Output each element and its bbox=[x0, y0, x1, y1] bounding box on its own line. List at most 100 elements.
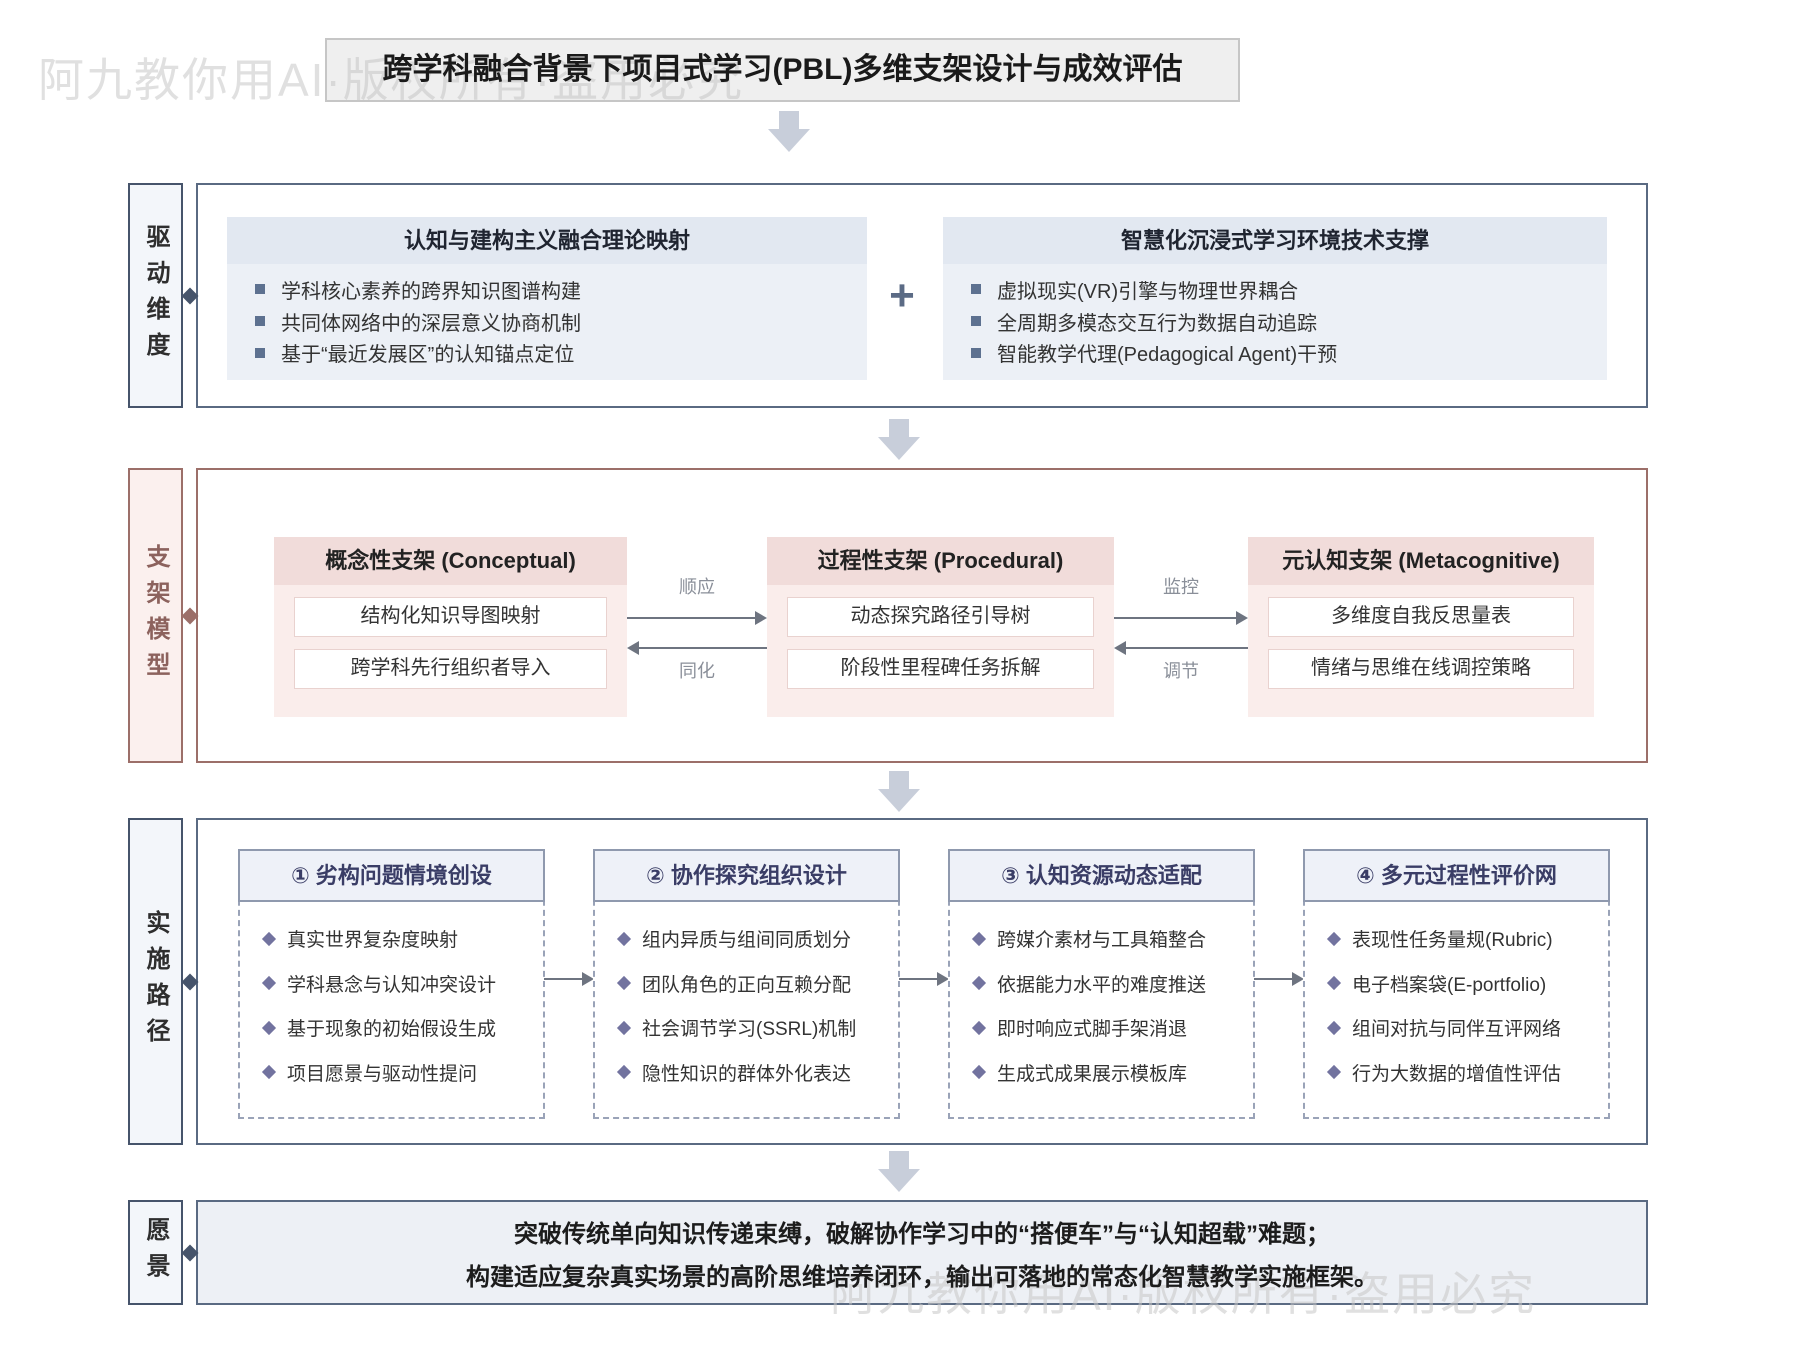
impl-column-4: ④ 多元过程性评价网 表现性任务量规(Rubric) 电子档案袋(E-portf… bbox=[1303, 849, 1610, 1119]
title-box bbox=[325, 38, 1240, 102]
list-item: 电子档案袋(E-portfolio) bbox=[1305, 970, 1602, 997]
page-title: 跨学科融合背景下项目式学习(PBL)多维支架设计与成效评估 bbox=[382, 53, 1183, 86]
arrow-stem bbox=[889, 1151, 909, 1169]
vision-line: 突破传统单向知识传递束缚，破解协作学习中的“搭便车”与“认知超载”难题； bbox=[514, 1220, 1330, 1248]
list-item-text: 真实世界复杂度映射 bbox=[287, 930, 459, 952]
list-item: 学科核心素养的跨界知识图谱构建 bbox=[255, 275, 857, 304]
arrow-head bbox=[627, 641, 639, 655]
arrow-head bbox=[1114, 641, 1126, 655]
arrow-line bbox=[1126, 647, 1248, 649]
right-arrow-icon bbox=[627, 611, 767, 625]
list-item: 基于现象的初始假设生成 bbox=[240, 1014, 537, 1041]
list-item: 依据能力水平的难度推送 bbox=[950, 970, 1247, 997]
list-item-text: 共同体网络中的深层意义协商机制 bbox=[281, 312, 581, 335]
scaffold-item: 结构化知识导图映射 bbox=[294, 597, 607, 637]
list-item: 项目愿景与驱动性提问 bbox=[240, 1059, 537, 1086]
arrow-head bbox=[937, 972, 949, 986]
list-item: 生成式成果展示模板库 bbox=[950, 1059, 1247, 1086]
scaffold-item: 多维度自我反思量表 bbox=[1268, 597, 1574, 637]
diamond-bullet-icon bbox=[261, 1020, 277, 1035]
column-body: 表现性任务量规(Rubric) 电子档案袋(E-portfolio) 组间对抗与… bbox=[1305, 902, 1608, 1117]
section-scaffold: 概念性支架 (Conceptual) 结构化知识导图映射 跨学科先行组织者导入 … bbox=[196, 468, 1648, 763]
arrow-head bbox=[1236, 611, 1248, 625]
list-item-text: 跨媒介素材与工具箱整合 bbox=[997, 930, 1207, 952]
diamond-bullet-icon bbox=[261, 931, 277, 946]
column-title: ④ 多元过程性评价网 bbox=[1303, 849, 1610, 902]
watermark-top: 阿九教你用AI·版权所有·盗用必究 bbox=[38, 54, 745, 106]
section-drive-label: 驱动维度 bbox=[128, 183, 183, 408]
impl-column-3: ③ 认知资源动态适配 跨媒介素材与工具箱整合 依据能力水平的难度推送 即时响应式… bbox=[948, 849, 1255, 1119]
card-title: 过程性支架 (Procedural) bbox=[767, 537, 1114, 585]
list-item-text: 学科悬念与认知冲突设计 bbox=[287, 974, 497, 996]
right-arrow-icon bbox=[544, 972, 594, 986]
scaffold-card-metacognitive: 元认知支架 (Metacognitive) 多维度自我反思量表 情绪与思维在线调… bbox=[1248, 537, 1594, 717]
down-arrow-icon bbox=[873, 771, 925, 812]
arrow-stem bbox=[889, 771, 909, 789]
list-item: 共同体网络中的深层意义协商机制 bbox=[255, 307, 857, 336]
scaffold-item: 动态探究路径引导树 bbox=[787, 597, 1094, 637]
list-item: 行为大数据的增值性评估 bbox=[1305, 1059, 1602, 1086]
list-item-text: 全周期多模态交互行为数据自动追踪 bbox=[997, 312, 1317, 335]
diamond-bullet-icon bbox=[261, 976, 277, 991]
list-item-text: 基于现象的初始假设生成 bbox=[287, 1019, 497, 1041]
diamond-bullet-icon bbox=[616, 931, 632, 946]
column-body: 真实世界复杂度映射 学科悬念与认知冲突设计 基于现象的初始假设生成 项目愿景与驱… bbox=[240, 902, 543, 1117]
card-body: 多维度自我反思量表 情绪与思维在线调控策略 bbox=[1248, 585, 1594, 717]
diamond-bullet-icon bbox=[1326, 931, 1342, 946]
square-bullet-icon bbox=[971, 316, 981, 326]
card-body: 虚拟现实(VR)引擎与物理世界耦合 全周期多模态交互行为数据自动追踪 智能教学代… bbox=[943, 264, 1607, 380]
down-arrow-icon bbox=[873, 1151, 925, 1192]
scaffold-card-procedural: 过程性支架 (Procedural) 动态探究路径引导树 阶段性里程碑任务拆解 bbox=[767, 537, 1114, 717]
arrow-head bbox=[878, 1169, 920, 1192]
link-label-top: 监控 bbox=[1163, 577, 1199, 597]
list-item: 跨媒介素材与工具箱整合 bbox=[950, 925, 1247, 952]
link-label-bottom: 调节 bbox=[1163, 661, 1199, 681]
diamond-bullet-icon bbox=[616, 1064, 632, 1080]
list-item-text: 电子档案袋(E-portfolio) bbox=[1352, 974, 1547, 996]
down-arrow-icon bbox=[763, 111, 815, 152]
arrow-head bbox=[878, 789, 920, 812]
card-body: 结构化知识导图映射 跨学科先行组织者导入 bbox=[274, 585, 627, 717]
arrow-line bbox=[639, 647, 767, 649]
scaffold-item: 情绪与思维在线调控策略 bbox=[1268, 649, 1574, 689]
list-item-text: 基于“最近发展区”的认知锚点定位 bbox=[281, 344, 575, 367]
drive-card-technology: 智慧化沉浸式学习环境技术支撑 虚拟现实(VR)引擎与物理世界耦合 全周期多模态交… bbox=[943, 217, 1607, 380]
list-item-text: 即时响应式脚手架消退 bbox=[997, 1019, 1188, 1041]
down-arrow-icon bbox=[873, 419, 925, 460]
column-body: 组内异质与组间同质划分 团队角色的正向互赖分配 社会调节学习(SSRL)机制 隐… bbox=[595, 902, 898, 1117]
diamond-bullet-icon bbox=[971, 1064, 987, 1080]
arrow-head bbox=[755, 611, 767, 625]
list-item: 社会调节学习(SSRL)机制 bbox=[595, 1014, 892, 1041]
card-title: 智慧化沉浸式学习环境技术支撑 bbox=[943, 217, 1607, 264]
list-item-text: 依据能力水平的难度推送 bbox=[997, 974, 1207, 996]
section-label-text: 驱动维度 bbox=[142, 223, 169, 368]
list-item: 虚拟现实(VR)引擎与物理世界耦合 bbox=[971, 275, 1597, 304]
card-body: 动态探究路径引导树 阶段性里程碑任务拆解 bbox=[767, 585, 1114, 717]
link-label-bottom: 同化 bbox=[679, 661, 715, 681]
list-item: 团队角色的正向互赖分配 bbox=[595, 970, 892, 997]
list-item: 全周期多模态交互行为数据自动追踪 bbox=[971, 307, 1597, 336]
section-impl-label: 实施路径 bbox=[128, 818, 183, 1145]
list-item-text: 团队角色的正向互赖分配 bbox=[642, 974, 852, 996]
section-label-text: 支架模型 bbox=[142, 543, 169, 688]
card-body: 学科核心素养的跨界知识图谱构建 共同体网络中的深层意义协商机制 基于“最近发展区… bbox=[227, 264, 867, 380]
arrow-head bbox=[582, 972, 594, 986]
scaffold-card-conceptual: 概念性支架 (Conceptual) 结构化知识导图映射 跨学科先行组织者导入 bbox=[274, 537, 627, 717]
diamond-bullet-icon bbox=[971, 1020, 987, 1035]
diamond-bullet-icon bbox=[1326, 976, 1342, 991]
diamond-bullet-icon bbox=[616, 1020, 632, 1035]
left-arrow-icon bbox=[627, 641, 767, 655]
right-arrow-icon bbox=[1254, 972, 1304, 986]
arrow-line bbox=[627, 617, 755, 619]
section-drive: 认知与建构主义融合理论映射 学科核心素养的跨界知识图谱构建 共同体网络中的深层意… bbox=[196, 183, 1648, 408]
list-item-text: 隐性知识的群体外化表达 bbox=[642, 1063, 852, 1085]
section-label-text: 愿景 bbox=[142, 1216, 169, 1289]
right-arrow-icon bbox=[1114, 611, 1248, 625]
section-impl: ① 劣构问题情境创设 真实世界复杂度映射 学科悬念与认知冲突设计 基于现象的初始… bbox=[196, 818, 1648, 1145]
diamond-bullet-icon bbox=[971, 976, 987, 991]
diamond-bullet-icon bbox=[616, 976, 632, 991]
list-item-text: 项目愿景与驱动性提问 bbox=[287, 1063, 478, 1085]
column-title: ① 劣构问题情境创设 bbox=[238, 849, 545, 902]
list-item-text: 表现性任务量规(Rubric) bbox=[1352, 930, 1553, 952]
